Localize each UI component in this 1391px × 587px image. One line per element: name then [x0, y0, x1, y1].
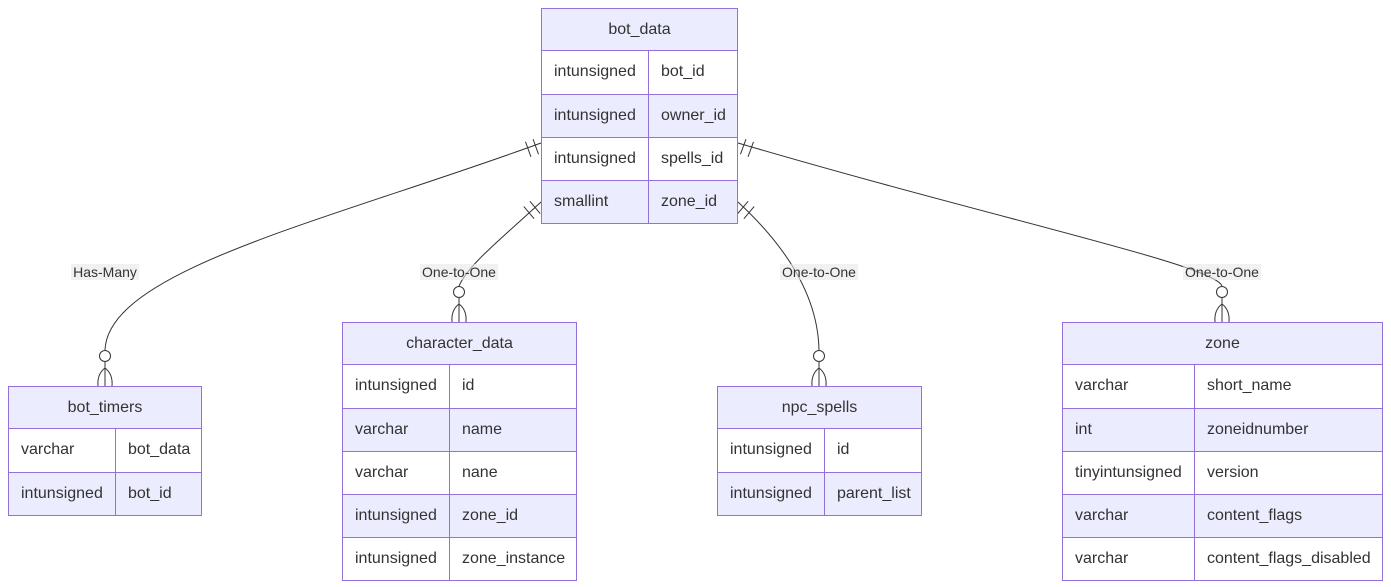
- attribute-type: varchar: [343, 452, 450, 494]
- attribute-type: intunsigned: [343, 538, 450, 580]
- attribute-row: intunsigned id: [718, 429, 921, 472]
- attribute-name: zone_id: [462, 507, 519, 524]
- attribute-row: intunsigned bot_id: [542, 51, 737, 94]
- zero-or-many-circle: [453, 286, 465, 298]
- attribute-type: intunsigned: [343, 495, 450, 537]
- attribute-type: varchar: [1063, 495, 1195, 537]
- relationship-label: One-to-One: [420, 264, 498, 280]
- attribute-name: version: [1207, 464, 1259, 481]
- entity-title: zone: [1063, 323, 1382, 365]
- attribute-name: id: [462, 377, 475, 394]
- zero-or-many-circle: [1216, 286, 1228, 298]
- attribute-type: smallint: [542, 181, 649, 223]
- attribute-type: intunsigned: [718, 429, 825, 472]
- attribute-name: short_name: [1207, 377, 1292, 394]
- attribute-row: intunsigned owner_id: [542, 94, 737, 137]
- attribute-name: zone_id: [661, 193, 718, 210]
- exactly-one-marker: [737, 200, 755, 220]
- attribute-row: varchar bot_data: [9, 429, 201, 472]
- attribute-type: varchar: [343, 409, 450, 451]
- attribute-row: intunsigned id: [343, 365, 576, 408]
- crows-foot-marker: [811, 362, 827, 387]
- entity-title: npc_spells: [718, 387, 921, 429]
- attribute-row: varchar content_flags_disabled: [1063, 537, 1382, 580]
- zero-or-many-circle: [813, 350, 825, 362]
- attribute-type: varchar: [1063, 365, 1195, 408]
- attribute-name: content_flags_disabled: [1207, 550, 1371, 567]
- attribute-row: intunsigned spells_id: [542, 137, 737, 180]
- exactly-one-marker: [525, 138, 539, 158]
- attribute-type: intunsigned: [542, 95, 649, 137]
- attribute-type: int: [1063, 409, 1195, 451]
- attribute-name: bot_id: [128, 485, 172, 502]
- attribute-name: parent_list: [837, 485, 911, 502]
- attribute-row: intunsigned parent_list: [718, 472, 921, 515]
- attribute-row: varchar short_name: [1063, 365, 1382, 408]
- exactly-one-marker: [523, 200, 541, 220]
- attribute-row: tinyintunsigned version: [1063, 451, 1382, 494]
- attribute-row: intunsigned bot_id: [9, 472, 201, 515]
- attribute-name: zoneidnumber: [1207, 421, 1309, 438]
- attribute-name: bot_id: [661, 63, 705, 80]
- entity-title: character_data: [343, 323, 576, 365]
- attribute-name: bot_data: [128, 441, 191, 458]
- attribute-row: varchar content_flags: [1063, 494, 1382, 537]
- attribute-name: owner_id: [661, 107, 726, 124]
- crows-foot-marker: [97, 362, 113, 387]
- attribute-name: nane: [462, 464, 498, 481]
- attribute-row: intunsigned zone_instance: [343, 537, 576, 580]
- relationship-line: [104, 142, 542, 351]
- attribute-row: varchar name: [343, 408, 576, 451]
- exactly-one-marker: [740, 138, 754, 158]
- attribute-row: varchar nane: [343, 451, 576, 494]
- attribute-type: intunsigned: [542, 51, 649, 94]
- attribute-name: id: [837, 441, 850, 458]
- attribute-type: intunsigned: [9, 473, 116, 515]
- attribute-type: intunsigned: [343, 365, 450, 408]
- attribute-type: intunsigned: [542, 138, 649, 180]
- zero-or-many-circle: [99, 350, 111, 362]
- relationship-label: One-to-One: [1183, 264, 1261, 280]
- attribute-name: spells_id: [661, 150, 724, 167]
- attribute-row: smallint zone_id: [542, 180, 737, 223]
- crows-foot-marker: [1214, 298, 1230, 323]
- entity-title: bot_data: [542, 9, 737, 51]
- relationship-label: One-to-One: [780, 264, 858, 280]
- crows-foot-marker: [451, 298, 467, 323]
- attribute-name: name: [462, 421, 503, 438]
- attribute-type: varchar: [1063, 538, 1195, 580]
- attribute-row: intunsigned zone_id: [343, 494, 576, 537]
- attribute-row: int zoneidnumber: [1063, 408, 1382, 451]
- attribute-name: zone_instance: [462, 550, 566, 567]
- attribute-type: varchar: [9, 429, 116, 472]
- attribute-type: intunsigned: [718, 473, 825, 515]
- relationship-label: Has-Many: [71, 264, 139, 280]
- attribute-name: content_flags: [1207, 507, 1303, 524]
- entity-title: bot_timers: [9, 387, 201, 429]
- attribute-type: tinyintunsigned: [1063, 452, 1195, 494]
